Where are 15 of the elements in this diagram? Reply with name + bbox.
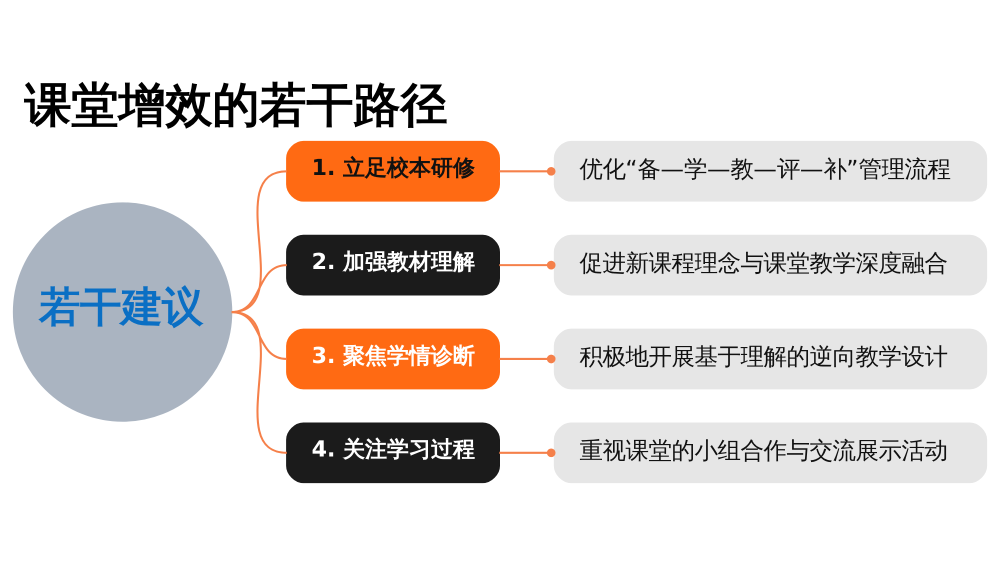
connector: [231, 311, 287, 454]
connector: [499, 166, 556, 176]
node-box: 2. 加强教材理解: [286, 234, 500, 296]
node-box: 重视课堂的小组合作与交流展示活动: [554, 422, 988, 484]
node-box: 3. 聚焦学情诊断: [286, 328, 500, 390]
connector: [499, 260, 556, 270]
node-box: 促进新课程理念与课堂教学深度融合: [554, 234, 988, 296]
node-box: 4. 关注学习过程: [286, 422, 500, 484]
diagram-title: 课堂增效的若干路径: [24, 78, 448, 134]
node-circle: 若干建议: [12, 202, 232, 422]
node-box: 1. 立足校本研修: [286, 140, 500, 202]
connector: [499, 354, 556, 364]
connector: [499, 448, 556, 458]
node-box: 优化“备—学—教—评—补”管理流程: [554, 140, 988, 202]
node-box: 积极地开展基于理解的逆向教学设计: [554, 328, 988, 390]
